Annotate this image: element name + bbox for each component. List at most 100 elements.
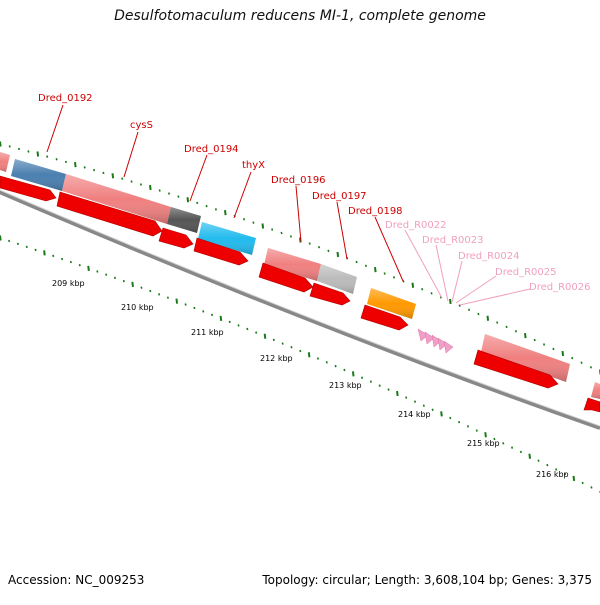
minor-tick (590, 486, 593, 489)
cog-block-shade (264, 248, 321, 281)
rna-arrow[interactable] (424, 331, 435, 345)
major-tick (219, 315, 223, 321)
minor-tick (55, 158, 58, 161)
gene-label[interactable]: Dred_0198 (348, 206, 404, 282)
gene-label[interactable]: cysS (123, 120, 153, 178)
minor-tick (392, 276, 396, 279)
minor-tick (327, 249, 330, 253)
minor-tick (158, 189, 161, 192)
minor-tick (308, 242, 311, 245)
strand-arrow[interactable] (583, 397, 600, 413)
strand-arrow[interactable] (56, 191, 163, 237)
cog-block-shade (62, 174, 171, 224)
minor-tick (299, 349, 302, 353)
minor-tick (563, 472, 567, 476)
minor-tick (364, 264, 367, 268)
minor-tick (589, 366, 592, 369)
minor-tick (228, 320, 231, 324)
strand-arrow[interactable] (473, 349, 559, 389)
cog-block-shade (198, 222, 256, 255)
major-tick (486, 315, 490, 321)
minor-tick (25, 245, 28, 249)
gene-label-text: thyX (242, 160, 265, 171)
minor-tick (493, 437, 496, 441)
minor-tick (387, 388, 390, 391)
gene-label-text: Dred_0192 (38, 93, 93, 104)
rna-arrow[interactable] (417, 328, 429, 342)
major-tick (186, 197, 190, 203)
strand-arrow[interactable] (258, 262, 314, 293)
rna-arrow[interactable] (443, 340, 454, 354)
minor-tick (83, 166, 86, 169)
minor-tick (166, 296, 170, 299)
minor-tick (430, 292, 433, 295)
minor-tick (121, 177, 124, 180)
label-leader-line (295, 185, 302, 243)
minor-tick (60, 257, 64, 261)
strand-arrow-track (0, 175, 600, 413)
minor-tick (8, 145, 11, 148)
major-tick (524, 333, 527, 339)
minor-tick (8, 239, 11, 243)
rna-label-text: Dred_R0025 (495, 267, 557, 278)
rna-label[interactable]: Dred_R0024 (451, 251, 520, 303)
minor-tick (139, 183, 142, 186)
label-leader-line (46, 104, 64, 153)
label-leader-line (233, 171, 252, 219)
major-tick (74, 162, 77, 168)
gene-label-layer: Dred_0192 cysS Dred_0194 thyX Dred_0196 … (38, 93, 591, 306)
minor-tick (467, 308, 471, 312)
rna-arrow[interactable] (437, 337, 448, 351)
major-tick (561, 350, 565, 357)
label-leader-line (336, 201, 348, 260)
minor-tick (458, 420, 461, 424)
genome-backbone-highlight (0, 189, 600, 427)
rna-label[interactable]: Dred_R0026 (459, 282, 591, 306)
strand-arrow[interactable] (309, 282, 351, 306)
major-tick (0, 141, 2, 147)
gene-label[interactable]: Dred_0192 (38, 93, 93, 153)
minor-tick (519, 450, 522, 454)
rna-label-text: Dred_R0026 (529, 282, 591, 293)
rna-label[interactable]: Dred_R0022 (385, 220, 447, 299)
minor-tick (122, 279, 125, 283)
gene-label[interactable]: Dred_0197 (312, 191, 367, 260)
minor-tick (581, 481, 584, 485)
rna-arrow[interactable] (431, 334, 442, 348)
major-tick (224, 210, 227, 216)
minor-tick (184, 303, 187, 306)
scale-label: 216 kbp (536, 470, 569, 479)
inner-tick-row (0, 235, 600, 494)
cog-block-shade (591, 382, 600, 399)
minor-tick (496, 321, 499, 324)
rna-label-text: Dred_R0023 (422, 235, 484, 246)
minor-tick (537, 459, 540, 462)
genome-summary-text: Topology: circular; Length: 3,608,104 bp… (262, 573, 592, 587)
gene-label[interactable]: Dred_0194 (184, 144, 239, 202)
kbp-scale: 209 kbp 210 kbp 211 kbp 212 kbp 213 kbp … (52, 279, 569, 479)
strand-arrow[interactable] (360, 304, 409, 331)
rna-label[interactable]: Dred_R0025 (455, 267, 557, 304)
minor-tick (571, 356, 574, 360)
minor-tick (214, 208, 217, 211)
scale-label: 214 kbp (398, 410, 431, 419)
strand-arrow[interactable] (193, 237, 249, 266)
scale-label: 209 kbp (52, 279, 85, 288)
minor-tick (510, 446, 514, 449)
rna-label[interactable]: Dred_R0023 (422, 235, 484, 302)
gene-label[interactable]: thyX (233, 160, 265, 219)
label-leader-line (455, 275, 497, 304)
map-title: Desulfotomaculum reducens MI-1, complete… (114, 8, 486, 24)
gene-label[interactable]: Dred_0196 (271, 175, 326, 243)
minor-tick (325, 361, 328, 364)
minor-tick (552, 347, 555, 351)
minor-tick (237, 324, 240, 327)
strand-arrow[interactable] (158, 227, 194, 249)
strand-arrow[interactable] (0, 175, 57, 202)
minor-tick (422, 404, 425, 407)
minor-tick (475, 429, 478, 432)
scale-label: 213 kbp (329, 381, 362, 390)
cog-block-shade (11, 159, 66, 191)
minor-tick (555, 468, 558, 471)
